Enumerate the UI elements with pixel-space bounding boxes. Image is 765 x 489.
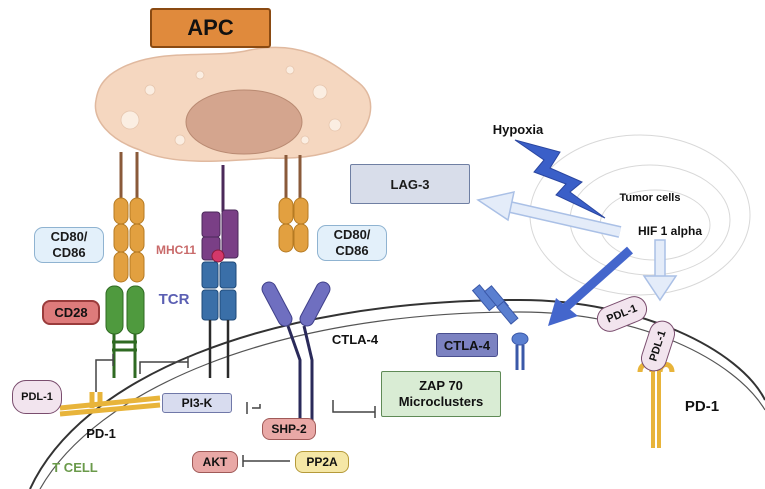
ctla4-receptor-label: CTLA-4	[331, 331, 379, 347]
hif-down-arrow	[642, 239, 678, 302]
tcell-label: T CELL	[52, 459, 98, 475]
hypoxia-label: Hypoxia	[492, 121, 544, 137]
akt-box: AKT	[192, 451, 238, 473]
tcell-membrane-inner	[39, 311, 765, 489]
hif-to-lag3-arrow	[476, 191, 622, 238]
hypoxia-lightning-icon	[514, 139, 606, 219]
pi3k-box: PI3-K	[162, 393, 232, 413]
apc-nucleus	[185, 89, 303, 155]
zap70-box: ZAP 70 Microclusters	[381, 371, 501, 417]
cd80-cd86-left-label: CD80/ CD86	[34, 227, 104, 263]
mhc-ii-molecule	[201, 165, 239, 263]
pp2a-box: PP2A	[295, 451, 349, 473]
cd28-box: CD28	[42, 300, 100, 325]
cd80-cd86-right-molecule	[278, 155, 309, 253]
cd28-molecule	[105, 285, 145, 378]
pd1-left-molecule	[59, 392, 161, 417]
ctla4-membrane-receptor	[471, 284, 529, 370]
ctla4-receptor	[261, 281, 331, 428]
pd1-right-label: PD-1	[684, 397, 720, 415]
apc-vesicles	[120, 65, 342, 146]
shp2-box: SHP-2	[262, 418, 316, 440]
tcr-label: TCR	[158, 290, 190, 308]
hif-to-ctla4-arrow	[548, 246, 633, 326]
cd80-cd86-right-label: CD80/ CD86	[317, 225, 387, 261]
lag3-box: LAG-3	[350, 164, 470, 204]
pd1-right-molecule	[637, 362, 675, 448]
ctla4-box: CTLA-4	[436, 333, 498, 357]
tcr-molecule	[201, 261, 237, 378]
tumor-cells-label: Tumor cells	[619, 192, 681, 204]
cd80-cd86-left-molecule	[113, 152, 145, 283]
pd1-left-label: PD-1	[86, 425, 116, 441]
apc-label: APC	[150, 8, 271, 48]
mhc11-label: MHC11	[155, 243, 196, 257]
pdl1-left-box: PDL-1	[12, 380, 62, 414]
hif1a-label: HIF 1 alpha	[637, 224, 702, 238]
inhibition-lines	[95, 354, 376, 467]
